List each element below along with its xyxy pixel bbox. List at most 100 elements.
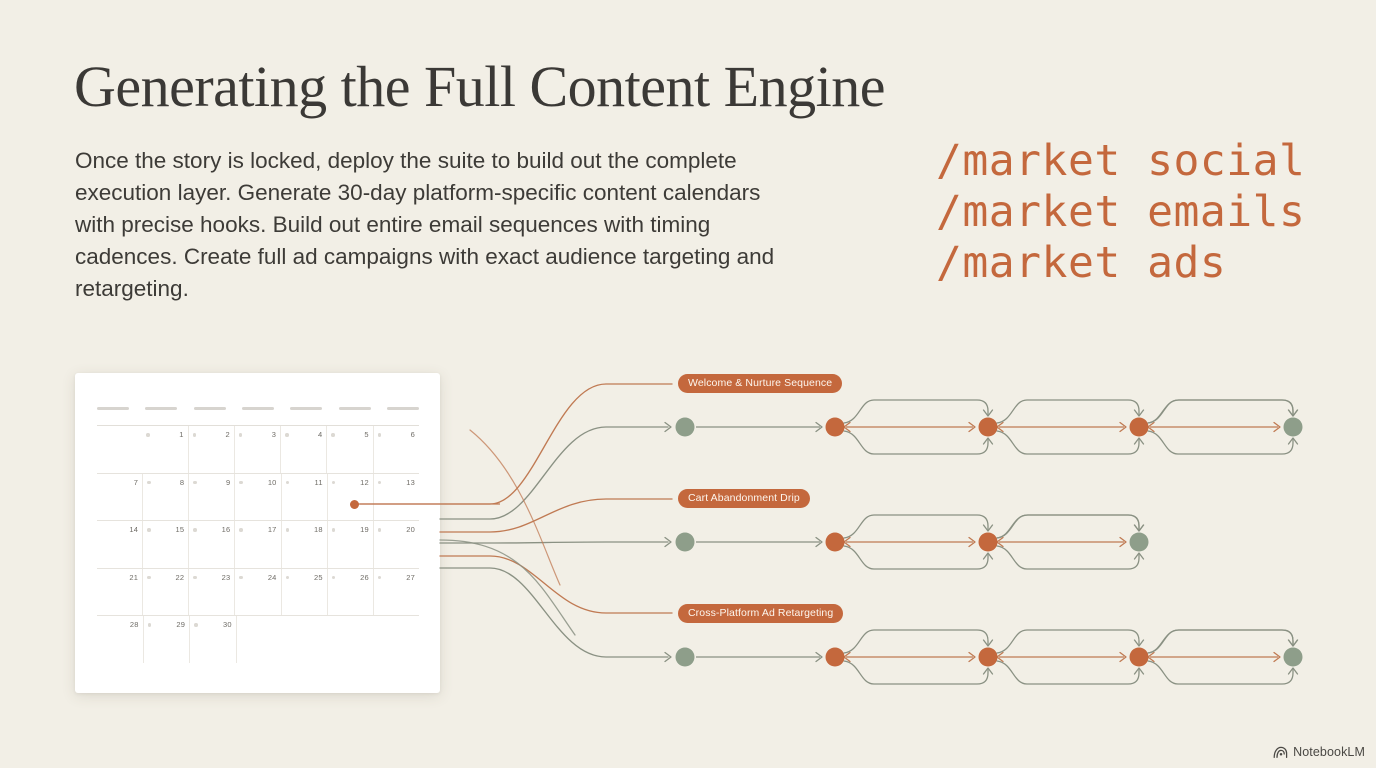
flow-node-step[interactable] [978,532,998,552]
notebooklm-logo-icon [1273,746,1288,759]
flow-node-step[interactable] [978,417,998,437]
flow-arrowhead-icon [1287,667,1299,675]
calendar-cell-empty [373,616,419,663]
flow-node-start[interactable] [675,647,695,667]
flow-final-branch [996,514,1140,539]
flow-node-step[interactable] [825,647,845,667]
calendar-day-number: 22 [175,572,185,582]
flow-arrowhead-icon [1133,552,1145,560]
calendar-cell-day[interactable]: 27 [374,569,419,616]
flow-arrowhead-icon [815,651,823,663]
flow-row-1 [664,399,1303,455]
calendar-cell-dot-icon [193,575,197,579]
calendar-cell-dot-icon [285,528,290,532]
calendar-cell-day[interactable]: 12 [328,473,374,520]
day-header-placeholder [241,407,274,410]
notebooklm-brand-label: NotebookLM [1293,745,1365,759]
calendar-cell-day[interactable]: 1 [142,426,189,473]
calendar-cell-dot-icon [331,433,335,437]
flow-arrowhead-icon [1119,536,1127,548]
calendar-cell-day[interactable]: 7 [97,473,144,520]
command-market-emails[interactable]: /market emails [936,187,1306,237]
calendar-cell-day[interactable]: 29 [144,616,191,663]
calendar-cell-dot-icon [193,480,197,484]
flow-label-cross-platform-ad-retargeting[interactable]: Cross-Platform Ad Retargeting [678,604,844,623]
calendar-cell-day[interactable]: 15 [143,521,190,568]
calendar-cell-dot-icon [146,433,150,437]
calendar-cell-day[interactable]: 5 [327,426,374,473]
flow-node-end[interactable] [1283,417,1303,437]
calendar-cell-day[interactable]: 2 [189,426,235,473]
flow-branch-upper [996,514,1140,539]
calendar-cell-day[interactable]: 25 [282,568,328,615]
notebooklm-brand: NotebookLM [1273,745,1365,759]
calendar-highlight-dot[interactable] [350,500,359,509]
calendar-cell-day[interactable]: 21 [97,568,144,615]
calendar-cell-day[interactable]: 28 [97,616,144,663]
flow-arrowhead-icon [843,421,851,433]
calendar-cell-day[interactable]: 3 [235,426,282,473]
calendar-day-number: 24 [267,572,277,582]
flow-arrowhead-icon [664,651,672,663]
calendar-day-number: 8 [179,477,185,487]
calendar-cell-day[interactable]: 9 [189,473,236,520]
calendar-cell-dot-icon [239,575,243,579]
calendar-day-number: 19 [360,525,369,534]
flow-node-end[interactable] [1283,647,1303,667]
flow-arrowhead-icon [1133,409,1145,417]
flow-node-start[interactable] [675,532,695,552]
calendar-cell-day[interactable]: 24 [235,568,282,615]
calendar-cell-day[interactable]: 6 [374,426,419,473]
command-market-ads[interactable]: /market ads [936,238,1227,288]
flow-label-cart-abandonment-drip[interactable]: Cart Abandonment Drip [678,489,810,508]
calendar-cell-day[interactable]: 16 [189,521,236,568]
calendar-cell-dot-icon [285,480,290,484]
flow-arrowhead-icon [815,536,823,548]
flow-node-end[interactable] [1129,532,1149,552]
flow-arrowhead-icon [996,421,1004,433]
flow-arrowhead-icon [996,651,1004,663]
flow-label-welcome-nurture-sequence[interactable]: Welcome & Nurture Sequence [678,374,843,393]
calendar-cell-day[interactable]: 11 [282,473,328,520]
flow-arrowhead-icon [968,421,976,433]
connector-tail-terracotta [469,429,561,586]
flow-node-step[interactable] [978,647,998,667]
calendar-day-number: 7 [133,477,139,487]
calendar-cell-day[interactable]: 8 [143,473,190,520]
calendar-cell-day[interactable]: 13 [374,474,419,521]
calendar-cell-day[interactable]: 17 [235,521,282,568]
calendar-cell-day[interactable]: 14 [97,521,144,568]
flow-branch-lower [843,660,989,685]
calendar-cell-dot-icon [331,575,336,579]
calendar-cell-day[interactable]: 22 [143,568,190,615]
flow-branch-lower [1147,430,1294,455]
calendar-cell-day[interactable]: 10 [235,473,282,520]
calendar-flow-connector [439,567,669,658]
flow-node-start[interactable] [675,417,695,437]
connector-tail-sage [439,539,576,636]
command-market-social[interactable]: /market social [936,136,1306,186]
calendar-day-number: 30 [222,620,232,629]
calendar-cell-dot-icon [377,528,382,532]
calendar-cell-day[interactable]: 20 [374,521,419,568]
calendar-cell-day[interactable]: 23 [189,568,236,615]
calendar-cell-dot-icon [377,575,382,579]
calendar-cell-day[interactable]: 4 [281,426,328,473]
calendar-cell-day[interactable]: 30 [190,616,237,663]
flow-arrowhead-icon [968,651,976,663]
calendar-cell-day[interactable]: 19 [328,521,374,568]
flow-arrowhead-icon [982,409,994,417]
flow-node-step[interactable] [1129,647,1149,667]
flow-node-step[interactable] [825,417,845,437]
calendar-cell-dot-icon [331,528,336,532]
flow-arrowhead-icon [1133,524,1145,532]
flow-node-step[interactable] [825,532,845,552]
calendar-cell-dot-icon [193,528,197,532]
flow-node-step[interactable] [1129,417,1149,437]
calendar-cell-day[interactable]: 18 [282,521,328,568]
calendar-day-number: 6 [410,430,415,439]
calendar-cell-day[interactable]: 26 [328,568,374,615]
